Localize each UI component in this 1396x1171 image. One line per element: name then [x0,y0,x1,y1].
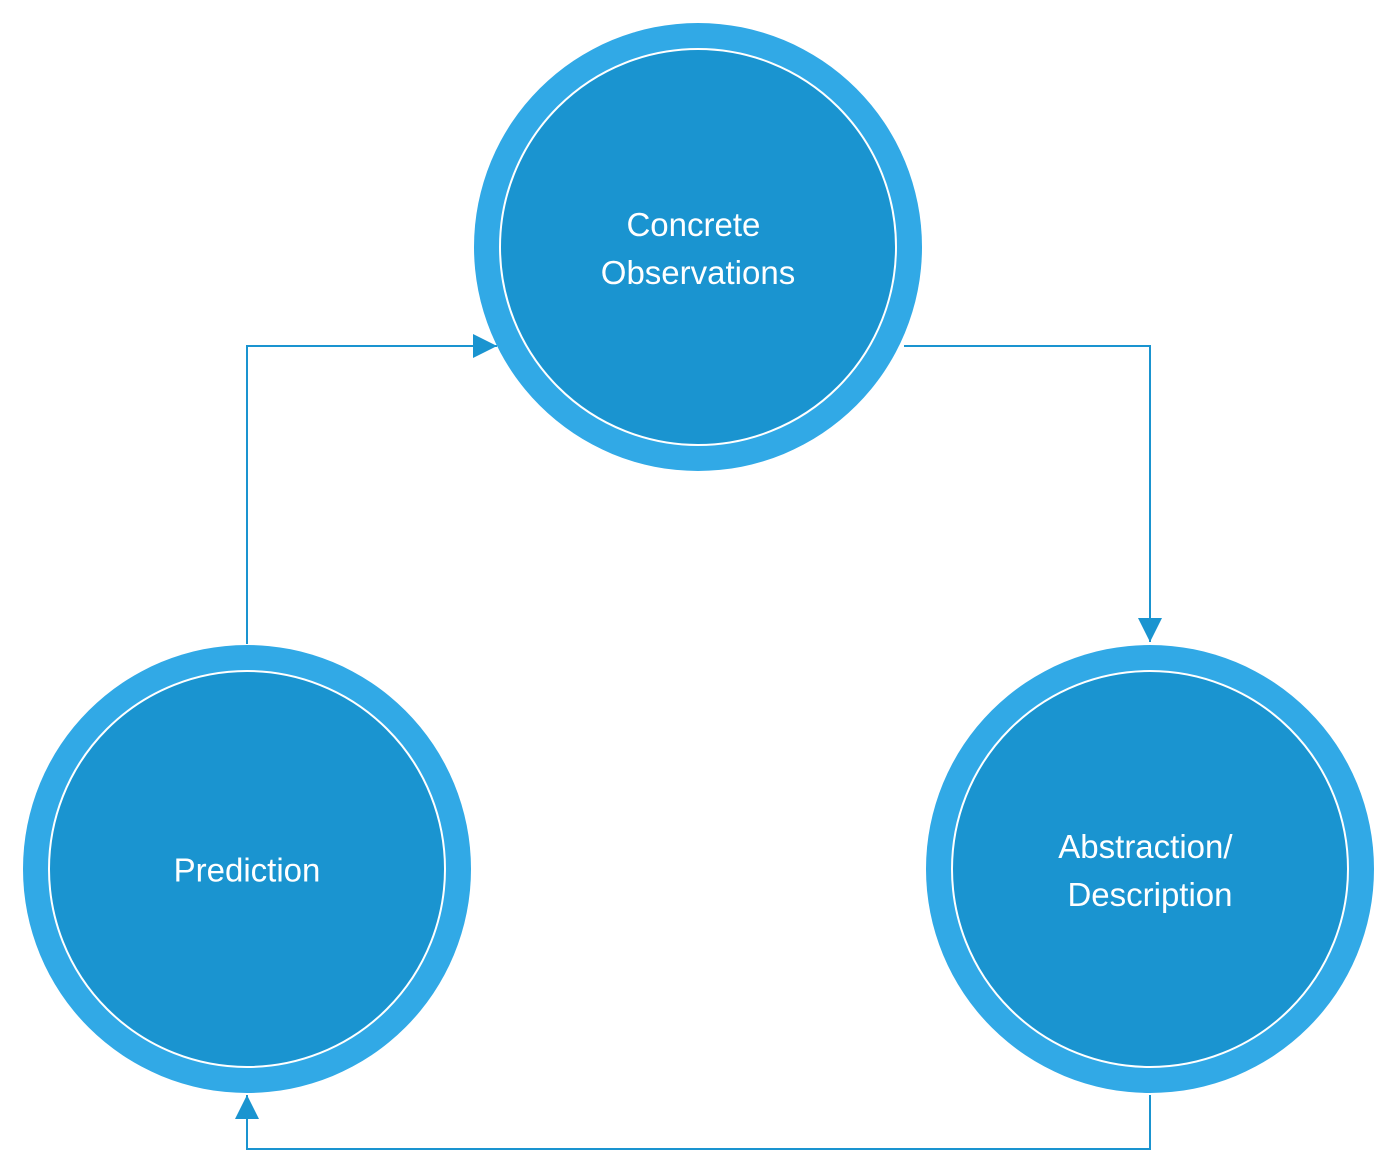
connector-prediction-to-concrete [246,334,497,644]
node-label-line: Concrete [626,206,760,243]
node-inner-circle [951,670,1349,1068]
node-abstraction-description: Abstraction/ Description [926,645,1374,1093]
connector-abstraction-to-prediction [235,1095,1151,1150]
node-label-line: Observations [601,254,795,291]
node-label-abstraction: Abstraction/ Description [1058,828,1241,913]
node-inner-circle [48,670,446,1068]
node-inner-circle [499,48,897,446]
node-label-concrete: Concrete Observations [601,206,795,291]
node-label-line: Description [1067,876,1232,913]
node-label-line: Prediction [174,851,321,888]
connector-concrete-to-abstraction [904,345,1162,642]
node-prediction: Prediction [23,645,471,1093]
node-label-prediction: Prediction [174,851,321,888]
node-label-line: Abstraction/ [1058,828,1233,865]
node-concrete-observations: Concrete Observations [474,23,922,471]
